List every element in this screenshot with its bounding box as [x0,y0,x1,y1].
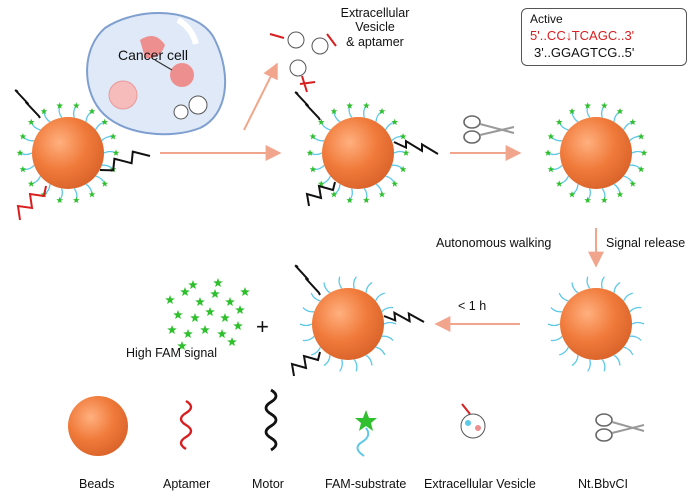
sequence-top-prefix: 5'..CC [530,28,566,43]
high-fam-signal-label: High FAM signal [126,346,218,360]
legend-beads-label: Beads [79,477,115,491]
legend-aptamer-label: Aptamer [163,477,211,491]
bead-stage-3 [544,102,648,204]
active-label: Active [530,12,563,26]
legend-motor-icon [264,388,278,452]
legend-scissors-icon [595,413,645,442]
beads-layer [14,89,648,377]
process-arrows [160,62,604,332]
legend-extracellular-vesicle-icon [460,403,486,439]
cancer-cell [86,12,227,136]
bead-stage-2 [306,102,410,204]
ev-label-line1: Extracellular [340,6,410,20]
sequence-bottom: 3'..GGAGTCG..5' [534,45,635,60]
autonomous-walking-label: Autonomous walking [436,236,552,250]
fam-star-cluster [165,278,250,350]
plus-sign: + [256,314,269,339]
active-sequence-box: Active 5'..CC↓TCAGC..3' 3'..GGAGTCG..5' [521,8,687,66]
scissors-icon [463,115,515,144]
legend-extracellular-vesicle-label: Extracellular Vesicle [424,477,536,491]
cancer-cell-label: Cancer cell [118,47,189,63]
ev-aptamer-cluster [269,31,337,93]
legend-motor-label: Motor [252,477,284,491]
sequence-top-suffix: TCAGC..3' [571,28,635,43]
legend-fam-substrate-label: FAM-substrate [325,477,407,491]
legend-nt-bbvci-label: Nt.BbvCI [578,477,629,491]
bead-stage-5 [299,276,397,372]
nick-arrow-icon: ↓ [565,28,573,43]
ev-label-line3: & aptamer [346,34,404,49]
bead-stage-1 [16,102,120,204]
ev-label-line2: Vesicle [355,20,395,35]
legend-bead-icon [68,396,128,456]
legend-aptamer-icon [179,399,193,451]
legend-fam-substrate-icon [355,410,377,457]
bead-stage-4 [547,276,645,372]
sequence-top: 5'..CC↓TCAGC..3' [530,28,634,43]
extracellular-vesicle-aptamer-label: Extracellular Vesicle & aptamer [325,6,425,49]
signal-release-label: Signal release [606,236,686,250]
time-label: < 1 h [458,299,487,313]
